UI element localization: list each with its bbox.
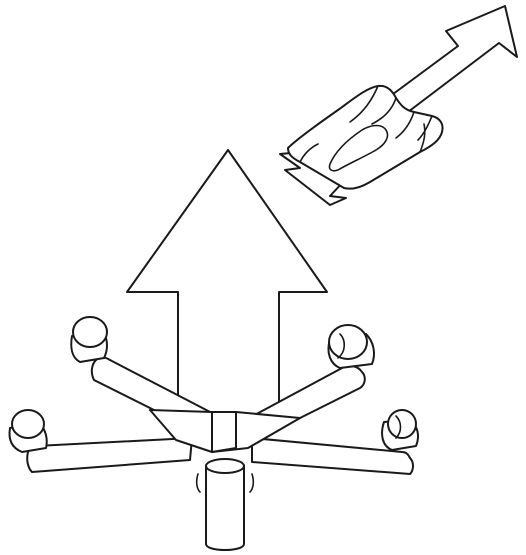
caster-wheel-icon — [10, 410, 47, 452]
caster-wheel-icon — [382, 410, 418, 450]
diagonal-arrow-icon — [385, 6, 517, 115]
caster-wheel-icon — [71, 317, 107, 362]
caster-wheel-icon — [328, 325, 374, 368]
up-arrow-icon — [127, 150, 327, 420]
